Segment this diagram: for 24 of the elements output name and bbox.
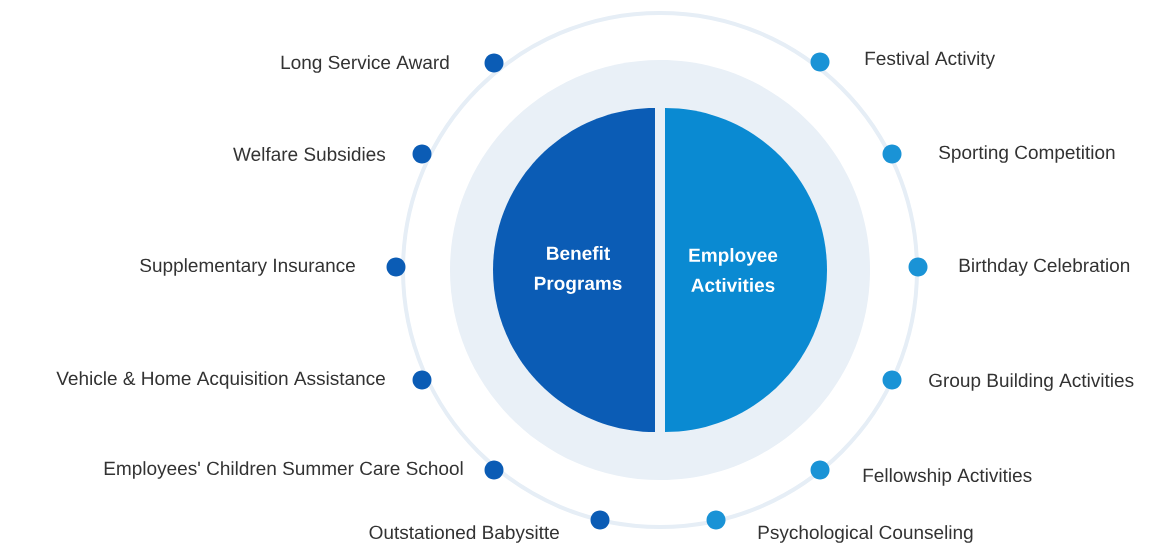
item-label: Sporting Competition [939, 145, 1115, 163]
dot [810, 460, 830, 480]
dot [706, 510, 726, 530]
item-label: Supplementary Insurance [140, 258, 355, 276]
dot [484, 460, 504, 480]
item-label: Birthday Celebration [959, 258, 1130, 276]
dot [412, 144, 432, 164]
dot [484, 53, 504, 73]
item-label: Employees' Children Summer Care School [104, 461, 463, 479]
item-label: Festival Activity [865, 51, 996, 69]
dot [590, 510, 610, 530]
item-label: Vehicle & Home Acquisition Assistance [56, 371, 385, 389]
item-label: Psychological Counseling [758, 525, 973, 543]
dot [882, 144, 902, 164]
item-label: Outstationed Babysitte [369, 525, 559, 543]
dot [810, 52, 830, 72]
dot [908, 257, 928, 277]
item-label: Group Building Activities [929, 373, 1134, 391]
dot [386, 257, 406, 277]
item-label: Fellowship Activities [863, 468, 1032, 486]
item-label: Welfare Subsidies [233, 147, 386, 161]
item-label: Long Service Award [281, 55, 449, 73]
dot [412, 370, 432, 390]
dot [882, 370, 902, 390]
